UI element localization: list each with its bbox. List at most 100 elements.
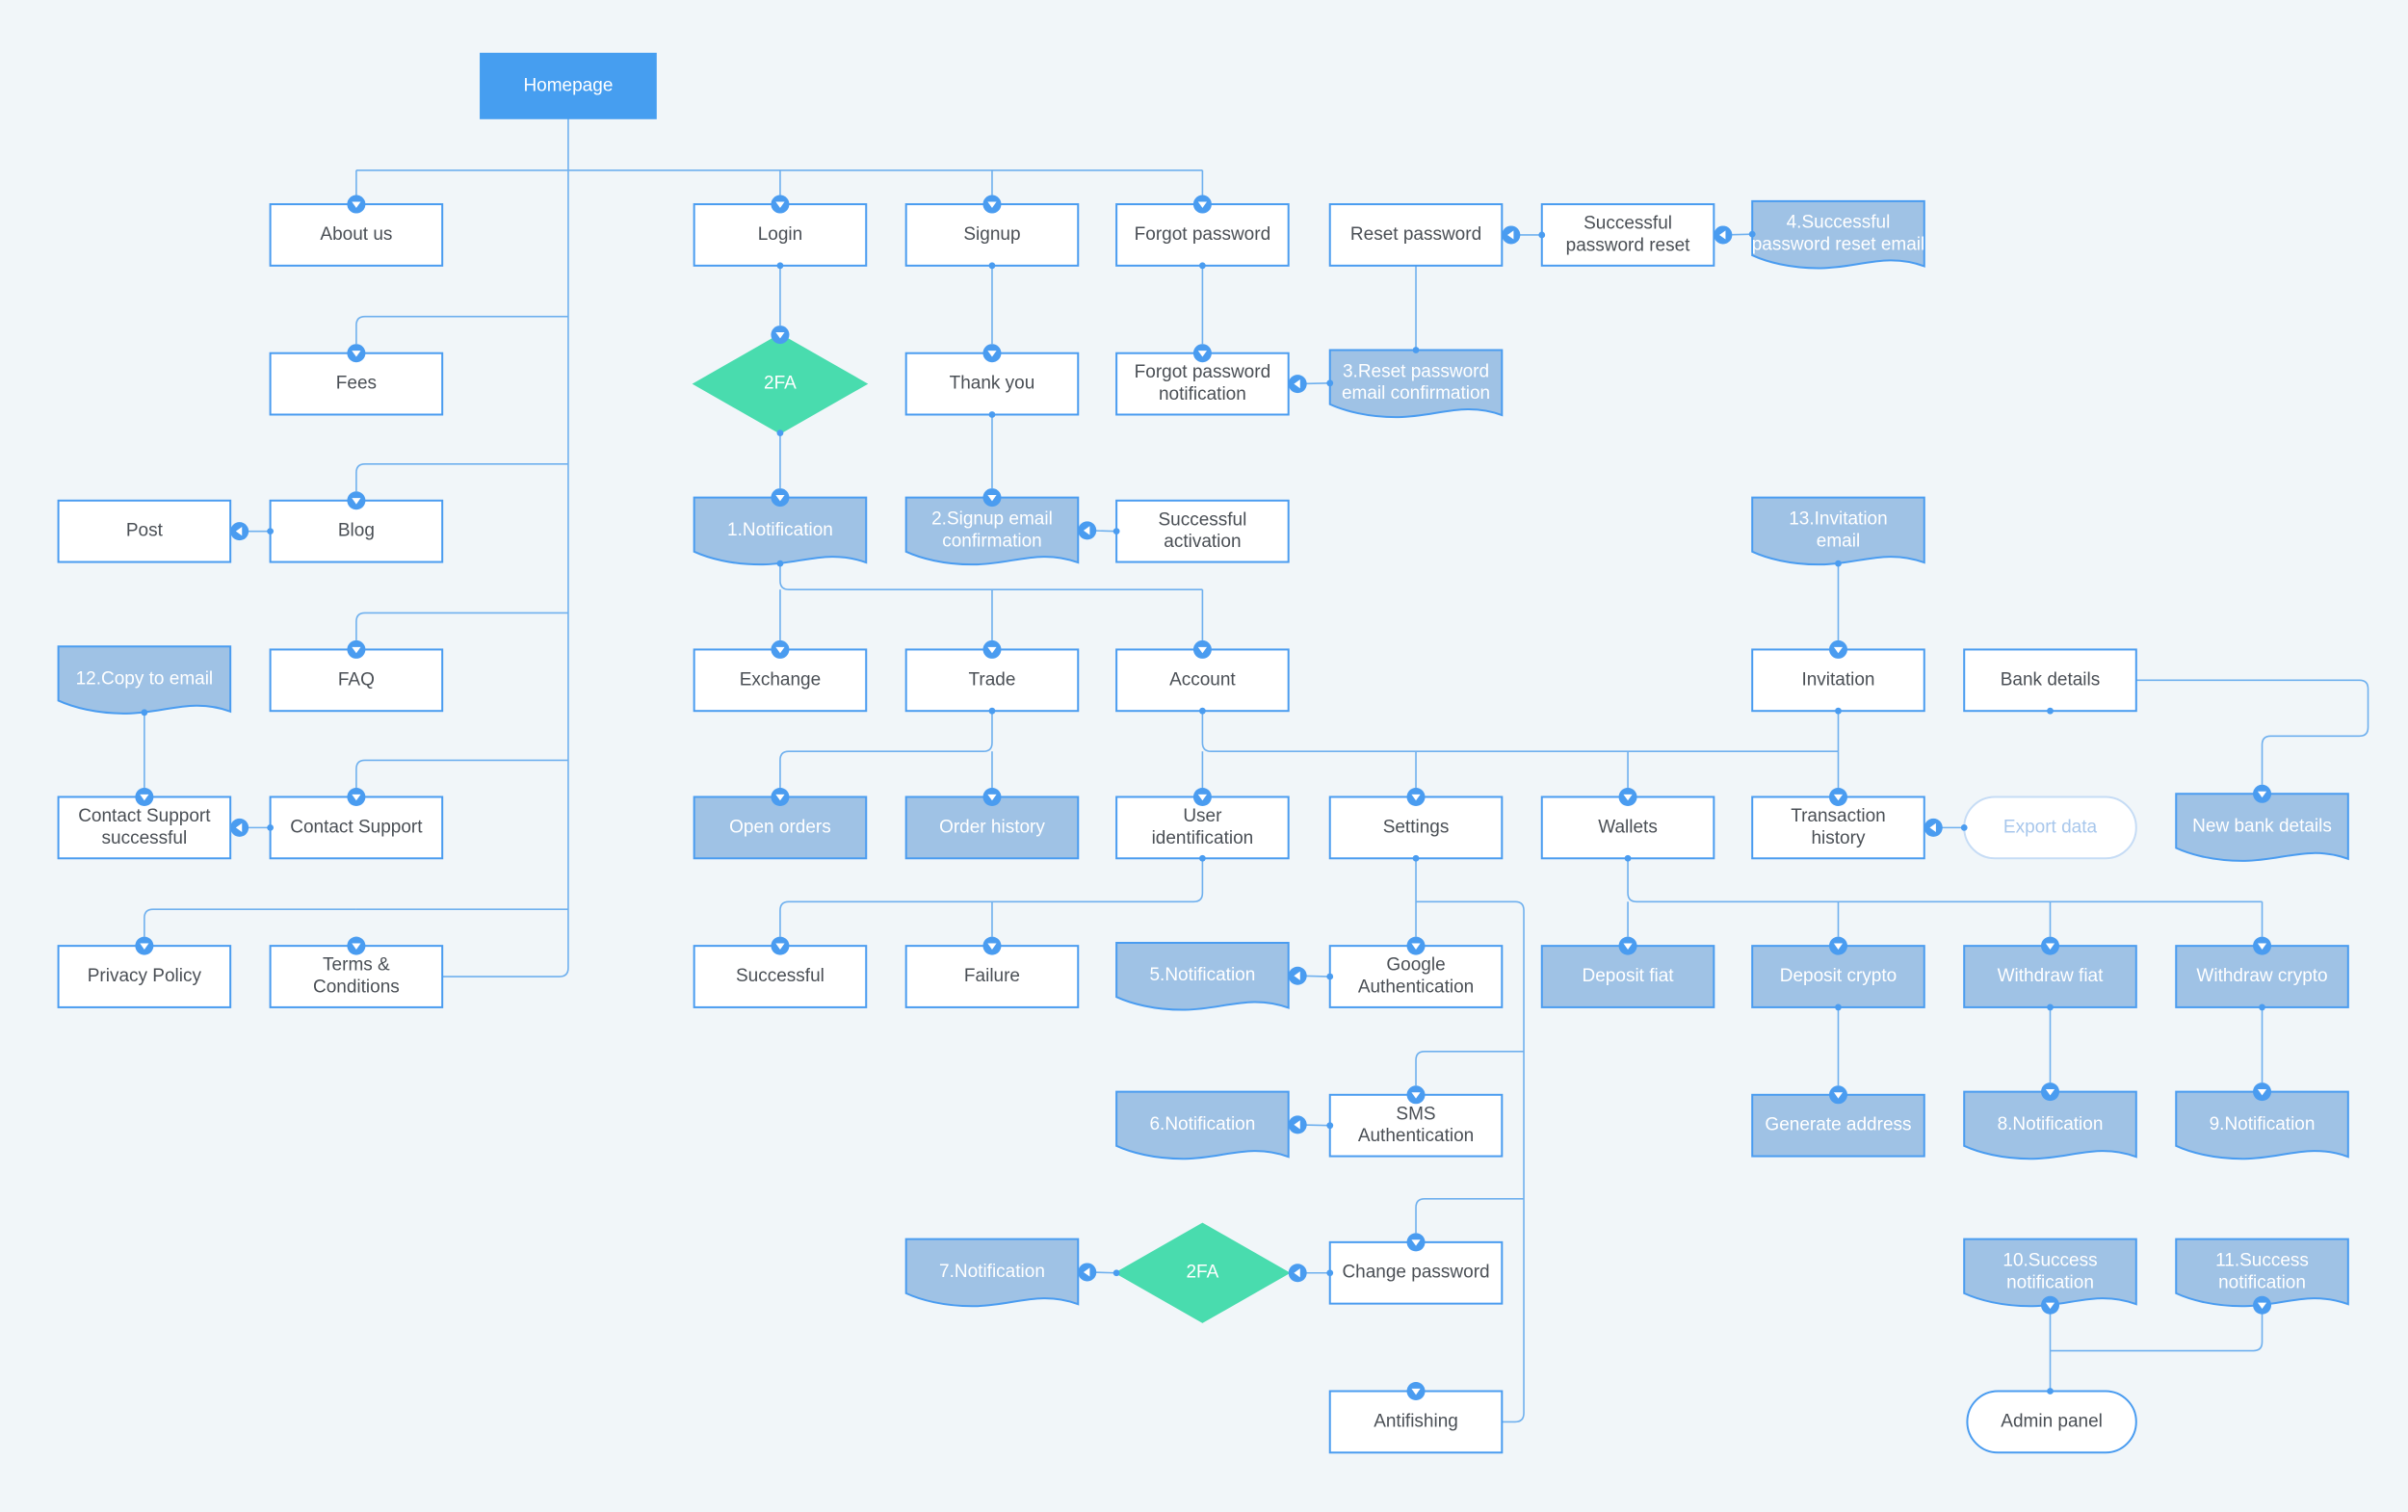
node-notification-7[interactable] [904, 1238, 1080, 1308]
arrow-head-icon [230, 522, 249, 541]
connector-to-blog [355, 462, 568, 492]
node-success-notification-10[interactable] [1963, 1238, 2137, 1308]
node-failure[interactable] [904, 945, 1080, 1008]
connector-source-dot [267, 823, 275, 831]
node-reset-password[interactable] [1328, 203, 1504, 267]
node-notification-1[interactable] [693, 496, 868, 566]
arrow-head-icon [1288, 966, 1307, 985]
node-successful-activation[interactable] [1115, 499, 1290, 563]
connector-source-dot [2259, 1004, 2265, 1011]
node-order-history[interactable] [904, 795, 1080, 860]
node-twofa-login[interactable] [692, 333, 869, 434]
connector-to-faq [355, 612, 568, 640]
arrow-head-icon [1406, 936, 1426, 955]
arrow-head-icon [1288, 375, 1307, 394]
arrow-head-icon [1406, 1382, 1426, 1401]
node-copy-to-email[interactable] [57, 645, 232, 715]
node-fees[interactable] [269, 352, 444, 416]
arrow-head-icon [771, 326, 790, 345]
arrow-head-icon [2041, 1082, 2060, 1102]
arrow-head-icon [771, 488, 790, 508]
node-forgot-password-notification[interactable] [1115, 352, 1290, 416]
arrow-head-icon [347, 344, 366, 363]
node-export-data[interactable] [1963, 795, 2137, 860]
connector-source-dot [1199, 262, 1206, 270]
node-thank-you[interactable] [904, 352, 1080, 416]
node-exchange[interactable] [693, 648, 868, 713]
node-google-authentication[interactable] [1328, 945, 1504, 1008]
node-deposit-fiat[interactable] [1540, 945, 1715, 1008]
node-change-password[interactable] [1328, 1240, 1504, 1305]
node-user-identification[interactable] [1115, 795, 1290, 860]
arrow-head-icon [2253, 1295, 2272, 1315]
node-successful-password-reset[interactable] [1540, 203, 1715, 267]
node-blog[interactable] [269, 499, 444, 563]
node-invitation[interactable] [1751, 648, 1925, 713]
node-notification-6[interactable] [1115, 1090, 1290, 1160]
node-new-bank-details[interactable] [2175, 793, 2349, 862]
arrow-head-icon [1288, 1264, 1307, 1283]
node-privacy-policy[interactable] [57, 945, 232, 1008]
node-signup-email-confirmation[interactable] [904, 496, 1080, 566]
node-about-us[interactable] [269, 203, 444, 267]
node-signup[interactable] [904, 203, 1080, 267]
connector-account-bus [1201, 711, 1839, 753]
node-homepage[interactable] [480, 52, 657, 119]
arrow-head-icon [982, 344, 1002, 363]
node-invitation-email[interactable] [1751, 496, 1925, 566]
arrow-head-icon [771, 787, 790, 806]
node-deposit-crypto[interactable] [1751, 945, 1925, 1008]
connector-source-dot [2047, 1388, 2054, 1395]
node-wallets[interactable] [1540, 795, 1715, 860]
node-post[interactable] [57, 499, 232, 563]
arrow-head-icon [2253, 784, 2272, 803]
arrow-head-icon [230, 818, 249, 837]
node-open-orders[interactable] [693, 795, 868, 860]
node-notification-9[interactable] [2175, 1090, 2349, 1160]
arrow-head-icon [2253, 1082, 2272, 1102]
node-generate-address[interactable] [1751, 1093, 1925, 1158]
node-transaction-history[interactable] [1751, 795, 1925, 860]
connector-source-dot [1326, 973, 1334, 980]
node-contact-support-successful[interactable] [57, 795, 232, 860]
arrow-head-icon [347, 195, 366, 214]
node-notification-5[interactable] [1115, 941, 1290, 1011]
node-trade[interactable] [904, 648, 1080, 713]
arrow-head-icon [982, 936, 1002, 955]
connector-settings-to-sms-auth [1415, 1051, 1525, 1086]
node-antifishing[interactable] [1328, 1390, 1504, 1454]
arrow-head-icon [347, 491, 366, 510]
arrow-head-icon [1618, 787, 1637, 806]
node-forgot-password[interactable] [1115, 203, 1290, 267]
arrow-head-icon [1618, 936, 1637, 955]
connector-source-dot [1835, 1004, 1842, 1011]
node-notification-8[interactable] [1963, 1090, 2137, 1160]
arrow-head-icon [1828, 787, 1847, 806]
node-faq[interactable] [269, 648, 444, 713]
node-bank-details[interactable] [1963, 648, 2137, 713]
node-reset-password-email-confirmation[interactable] [1328, 349, 1504, 419]
node-settings[interactable] [1328, 795, 1504, 860]
node-contact-support[interactable] [269, 795, 444, 860]
connector-source-dot [988, 707, 996, 715]
connector-source-dot [988, 411, 996, 418]
node-twofa-change-password[interactable] [1114, 1222, 1291, 1323]
connector-source-dot [776, 262, 784, 270]
connector-settings-to-change-password [1415, 1198, 1525, 1234]
connector-to-privacy-policy [144, 908, 356, 937]
connector-notification-1-bus [779, 563, 1203, 590]
node-success-notification-11[interactable] [2175, 1238, 2349, 1308]
node-withdraw-crypto[interactable] [2175, 945, 2349, 1008]
node-withdraw-fiat[interactable] [1963, 945, 2137, 1008]
arrow-head-icon [2253, 936, 2272, 955]
arrow-head-icon [771, 639, 790, 659]
connector-source-dot [1112, 1269, 1120, 1277]
node-successful[interactable] [693, 945, 868, 1008]
node-sms-authentication[interactable] [1328, 1093, 1504, 1158]
arrow-head-icon [135, 936, 154, 955]
node-successful-password-reset-email[interactable] [1751, 199, 1925, 270]
node-account[interactable] [1115, 648, 1290, 713]
node-login[interactable] [693, 203, 868, 267]
node-admin-panel[interactable] [1966, 1390, 2137, 1454]
node-terms-conditions[interactable] [269, 945, 444, 1008]
